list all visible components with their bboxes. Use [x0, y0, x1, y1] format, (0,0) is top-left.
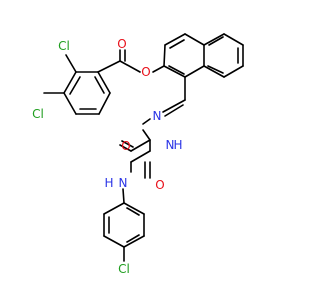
- bond: [126, 207, 140, 216]
- molecule-structure-canvas: Cl Cl O O N N H O O N H Cl: [32, 33, 244, 276]
- nitrogen-label-hydrazide: N: [166, 138, 175, 152]
- bond: [97, 60, 121, 73]
- bond: [164, 104, 184, 117]
- bond: [123, 235, 145, 248]
- bond: [162, 99, 186, 113]
- bond: [203, 33, 225, 46]
- bond: [152, 65, 165, 73]
- bonds: [43, 33, 244, 262]
- bond: [98, 92, 111, 115]
- bond: [142, 118, 151, 125]
- bond: [69, 76, 81, 95]
- bond: [126, 234, 140, 243]
- bond: [184, 33, 205, 46]
- bond: [130, 150, 151, 163]
- bond: [121, 140, 134, 148]
- chlorine-label-top: Cl: [58, 39, 70, 53]
- bond: [223, 65, 244, 78]
- oxygen-label-amide-1: O: [121, 139, 130, 153]
- chlorine-label-bottom: Cl: [118, 262, 130, 276]
- bond: [63, 92, 77, 115]
- bond: [119, 144, 132, 152]
- bond: [63, 71, 77, 94]
- oxygen-label-amide-2: O: [155, 178, 164, 192]
- hydrogen-label-hydrazide: H: [173, 138, 182, 152]
- bond: [97, 71, 111, 94]
- bond: [208, 36, 224, 46]
- hydrogen-label-anilide: H: [104, 176, 113, 190]
- bond: [65, 54, 77, 73]
- nitrogen-label-imine: N: [153, 109, 162, 123]
- oxygen-label-ester: O: [141, 65, 150, 79]
- bond: [164, 33, 186, 46]
- bond: [122, 188, 125, 204]
- bond: [163, 44, 166, 67]
- atom-labels: Cl Cl O O N N H O O N H Cl: [32, 37, 182, 276]
- nitrogen-label-anilide: N: [119, 176, 128, 190]
- bond: [130, 139, 151, 152]
- bond: [163, 65, 186, 78]
- bond: [142, 129, 151, 141]
- molecule-drawing: Cl Cl O O N N H O O N H Cl: [32, 33, 244, 276]
- bond: [203, 65, 225, 78]
- bond: [119, 60, 141, 73]
- bond: [103, 202, 125, 215]
- bond: [94, 76, 105, 94]
- bond: [169, 39, 185, 49]
- bond: [168, 65, 185, 75]
- bond: [223, 33, 244, 46]
- bond: [207, 65, 224, 74]
- bond: [184, 65, 205, 78]
- bond: [123, 202, 145, 215]
- oxygen-label-ester-carbonyl: O: [117, 37, 126, 51]
- bond: [103, 235, 125, 248]
- chlorine-label-left: Cl: [32, 107, 44, 121]
